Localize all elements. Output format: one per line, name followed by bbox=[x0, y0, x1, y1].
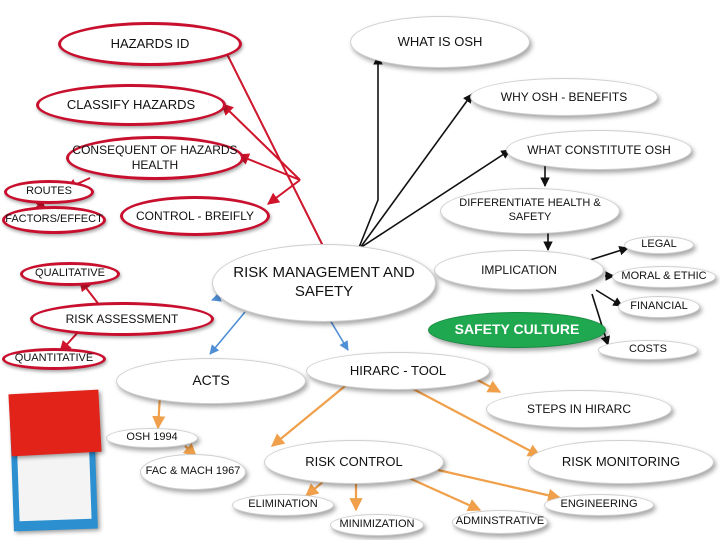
node-hazards-id[interactable]: HAZARDS ID bbox=[58, 22, 242, 66]
node-risk-assessment[interactable]: RISK ASSESSMENT bbox=[30, 302, 214, 336]
node-moral-ethic[interactable]: MORAL & ETHIC bbox=[612, 266, 716, 288]
node-costs[interactable]: COSTS bbox=[598, 340, 698, 360]
node-steps-in-hirarc[interactable]: STEPS IN HIRARC bbox=[486, 390, 672, 428]
node-acts[interactable]: ACTS bbox=[116, 358, 306, 404]
node-factors-effect[interactable]: FACTORS/EFFECT bbox=[2, 206, 106, 234]
node-elimination[interactable]: ELIMINATION bbox=[232, 494, 334, 516]
node-risk-management-and-safety[interactable]: RISK MANAGEMENT AND SAFETY bbox=[212, 244, 436, 322]
node-administrative[interactable]: ADMINSTRATIVE bbox=[452, 510, 548, 534]
book-cover-red-image bbox=[8, 390, 101, 457]
node-financial[interactable]: FINANCIAL bbox=[618, 296, 700, 318]
node-osh-1994[interactable]: OSH 1994 bbox=[106, 428, 198, 448]
link-hub-consequent bbox=[238, 155, 300, 180]
node-qualitative[interactable]: QUALITATIVE bbox=[20, 262, 120, 286]
link-hub-why-osh bbox=[360, 94, 472, 248]
node-risk-control[interactable]: RISK CONTROL bbox=[264, 440, 444, 484]
node-legal[interactable]: LEGAL bbox=[624, 236, 694, 254]
link-implication-legal bbox=[590, 248, 628, 260]
node-consequent-of-hazards-health[interactable]: CONSEQUENT OF HAZARDS HEALTH bbox=[66, 136, 244, 180]
node-control-briefly[interactable]: CONTROL - BREIFLY bbox=[120, 196, 270, 236]
link-control-engineering bbox=[438, 470, 560, 498]
node-implication[interactable]: IMPLICATION bbox=[434, 250, 604, 290]
node-risk-monitoring[interactable]: RISK MONITORING bbox=[528, 440, 714, 484]
node-what-is-osh[interactable]: WHAT IS OSH bbox=[350, 16, 530, 68]
link-hub-acts bbox=[210, 312, 245, 354]
link-hub-what-is-osh bbox=[358, 56, 378, 250]
node-differentiate-health-safety[interactable]: DIFFERENTIATE HEALTH & SAFETY bbox=[440, 188, 620, 234]
node-engineering[interactable]: ENGINEERING bbox=[544, 494, 654, 516]
link-hub-hirarc bbox=[330, 320, 348, 350]
node-classify-hazards[interactable]: CLASSIFY HAZARDS bbox=[36, 84, 226, 126]
node-safety-culture[interactable]: SAFETY CULTURE bbox=[428, 312, 606, 348]
node-fac-mach-1967[interactable]: FAC & MACH 1967 bbox=[140, 454, 246, 490]
node-routes[interactable]: ROUTES bbox=[4, 180, 94, 204]
node-why-osh-benefits[interactable]: WHY OSH - BENEFITS bbox=[470, 78, 658, 116]
node-hirarc-tool[interactable]: HIRARC - TOOL bbox=[306, 352, 490, 390]
link-control-administrative bbox=[400, 474, 480, 510]
node-minimization[interactable]: MINIMIZATION bbox=[330, 514, 424, 536]
node-what-constitute-osh[interactable]: WHAT CONSTITUTE OSH bbox=[506, 130, 692, 170]
node-quantitative[interactable]: QUANTITATIVE bbox=[2, 348, 106, 370]
